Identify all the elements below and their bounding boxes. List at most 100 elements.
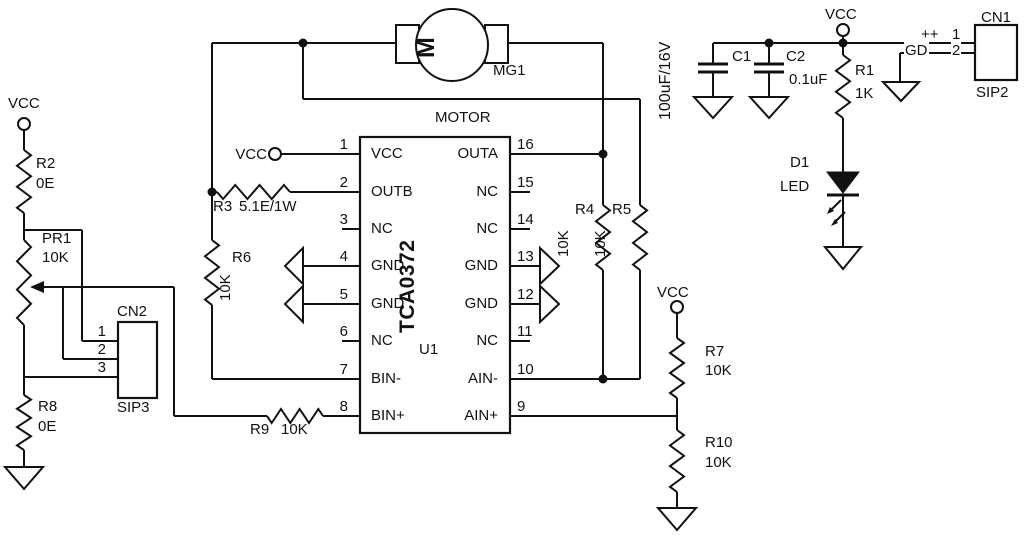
cn1-pin-1-name: ++ xyxy=(921,26,939,43)
motor-mg1-symbol xyxy=(395,8,509,82)
vcc-label-mid: VCC xyxy=(657,284,689,301)
cn2-ref-label: CN2 xyxy=(117,303,148,320)
r2-ref-label: R2 xyxy=(36,155,56,172)
r10-value-label: 10K xyxy=(705,454,732,471)
r1-value-label: 1K xyxy=(855,85,874,102)
r7-ref-label: R7 xyxy=(705,343,725,360)
pr1-value-label: 10K xyxy=(42,249,69,266)
u1-pin-gnd12-label: GND xyxy=(464,295,498,312)
r4-value-label: 10K xyxy=(555,230,572,257)
vcc-terminals xyxy=(17,23,850,314)
r1-ref-label: R1 xyxy=(855,62,875,79)
r8-value-label: 0E xyxy=(38,418,57,435)
pr1-ref-label: PR1 xyxy=(42,230,72,247)
resistor-r8-symbol xyxy=(15,394,33,451)
ic-u1-body xyxy=(358,135,512,435)
ground-icon xyxy=(283,283,304,325)
mg1-symbol-letter: M xyxy=(412,37,440,58)
u1-pin-nc11-label: NC xyxy=(476,332,498,349)
u1-pin-16-number: 16 xyxy=(517,136,534,153)
u1-pin-ainm-label: AIN- xyxy=(468,370,498,387)
junction-dots xyxy=(207,38,848,384)
ground-icon xyxy=(691,96,735,120)
junction-dot xyxy=(764,38,774,48)
r8-ref-label: R8 xyxy=(38,398,58,415)
u1-pin-10-number: 10 xyxy=(517,361,534,378)
ground-icon xyxy=(539,283,561,325)
ground-icon xyxy=(539,245,561,287)
resistor-r2-symbol xyxy=(15,149,33,214)
u1-pin-9-number: 9 xyxy=(517,398,526,415)
capacitor-c2-symbol xyxy=(754,62,784,74)
u1-pin-1-number: 1 xyxy=(339,136,348,153)
r3-value-label: 5.1E/1W xyxy=(239,198,297,215)
d1-ref-label: D1 xyxy=(790,154,810,171)
vcc-terminal-icon xyxy=(268,147,282,161)
u1-pin-3-number: 3 xyxy=(339,211,348,228)
pr1-wiper-arrow-icon xyxy=(30,281,44,293)
resistor-r7-symbol xyxy=(668,337,686,399)
u1-pin-15-number: 15 xyxy=(517,174,534,191)
r4-ref-label: R4 xyxy=(575,201,595,218)
u1-pin-nc3-label: NC xyxy=(371,220,393,237)
c2-ref-label: C2 xyxy=(786,48,806,65)
u1-pin-2-number: 2 xyxy=(339,174,348,191)
cn1-pin-2-name: GD xyxy=(904,42,929,59)
junction-dot xyxy=(207,187,217,197)
ground-icon xyxy=(822,246,864,271)
r6-ref-label: R6 xyxy=(232,249,252,266)
u1-pin-ainp-label: AIN+ xyxy=(464,407,498,424)
u1-pin-12-number: 12 xyxy=(517,286,534,303)
c1-value-label: 100uF/16V xyxy=(657,41,674,120)
mg1-ref-label: MG1 xyxy=(493,62,526,79)
u1-section-label: MOTOR xyxy=(435,109,491,126)
ground-icon xyxy=(747,96,791,120)
vcc-terminal-icon xyxy=(670,300,684,314)
r5-ref-label: R5 xyxy=(612,201,632,218)
r9-value-label: 10K xyxy=(281,421,308,438)
u1-pin-vcc-label: VCC xyxy=(371,145,403,162)
ground-icon xyxy=(283,245,304,287)
u1-pin-nc14-label: NC xyxy=(476,220,498,237)
vcc-label-right: VCC xyxy=(825,6,857,23)
r7-value-label: 10K xyxy=(705,362,732,379)
u1-pin-outb-label: OUTB xyxy=(371,183,413,200)
vcc-label-left: VCC xyxy=(8,95,40,112)
junction-dot xyxy=(598,374,608,384)
vcc-terminal-icon xyxy=(836,23,850,37)
ground-icon xyxy=(2,466,46,491)
cn1-pin-2-number: 2 xyxy=(951,42,962,59)
d1-value-label: LED xyxy=(780,178,810,195)
wire-segments xyxy=(23,36,975,508)
u1-pin-11-number: 11 xyxy=(517,323,533,340)
connector-cn1-body xyxy=(973,23,1019,82)
potentiometer-pr1-symbol xyxy=(15,239,33,326)
u1-pin-7-number: 7 xyxy=(339,361,348,378)
resistor-r4-symbol xyxy=(594,204,612,271)
resistor-r9-symbol xyxy=(266,407,324,425)
r2-value-label: 0E xyxy=(36,175,55,192)
u1-pin-8-number: 8 xyxy=(339,398,348,415)
c2-value-label: 0.1uF xyxy=(789,71,828,88)
junction-dot xyxy=(298,38,308,48)
r9-ref-label: R9 xyxy=(250,421,270,438)
resistor-r10-symbol xyxy=(668,429,686,493)
r10-ref-label: R10 xyxy=(705,434,733,451)
junction-dot xyxy=(838,38,848,48)
u1-pin-14-number: 14 xyxy=(517,211,534,228)
ground-icon xyxy=(880,81,922,103)
u1-pin-outa-label: OUTA xyxy=(457,145,498,162)
u1-pin-gnd13-label: GND xyxy=(464,257,498,274)
u1-pin-binp-label: BIN+ xyxy=(371,407,405,424)
u1-pin-binm-label: BIN- xyxy=(371,370,401,387)
connector-cn2-body xyxy=(116,320,159,400)
resistor-r1-symbol xyxy=(834,54,852,119)
r3-ref-label: R3 xyxy=(213,198,233,215)
capacitor-c1-symbol xyxy=(698,62,728,74)
cn1-pin-1-number: 1 xyxy=(952,26,961,43)
resistor-r6-symbol xyxy=(203,239,221,306)
resistor-r5-symbol xyxy=(631,204,649,271)
capacitor-symbols xyxy=(698,62,784,74)
ground-symbols xyxy=(2,81,922,532)
